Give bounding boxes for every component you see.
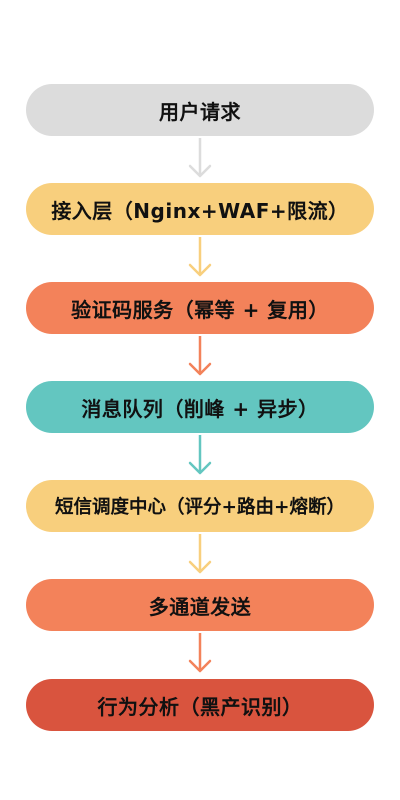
step-captcha-service: 验证码服务（幂等 + 复用） bbox=[26, 282, 374, 334]
step-label: 接入层（Nginx+WAF+限流） bbox=[51, 198, 349, 223]
step-label: 多通道发送 bbox=[148, 594, 252, 619]
step-label: 消息队列（削峰 + 异步） bbox=[81, 396, 319, 421]
step-sms-dispatch: 短信调度中心（评分+路由+熔断） bbox=[26, 480, 374, 532]
step-label: 短信调度中心（评分+路由+熔断） bbox=[54, 497, 345, 518]
step-multi-channel-send: 多通道发送 bbox=[26, 579, 374, 631]
down-arrow-icon bbox=[185, 235, 215, 279]
down-arrow-icon bbox=[185, 334, 215, 378]
step-message-queue: 消息队列（削峰 + 异步） bbox=[26, 381, 374, 433]
step-access-layer: 接入层（Nginx+WAF+限流） bbox=[26, 183, 374, 235]
step-user-request: 用户请求 bbox=[26, 84, 374, 136]
step-label: 验证码服务（幂等 + 复用） bbox=[71, 297, 329, 322]
down-arrow-icon bbox=[185, 433, 215, 477]
down-arrow-icon bbox=[185, 532, 215, 576]
step-label: 用户请求 bbox=[159, 99, 241, 124]
step-behavior-analysis: 行为分析（黑产识别） bbox=[26, 679, 374, 731]
step-label: 行为分析（黑产识别） bbox=[97, 694, 303, 719]
down-arrow-icon bbox=[185, 136, 215, 180]
down-arrow-icon bbox=[185, 631, 215, 675]
